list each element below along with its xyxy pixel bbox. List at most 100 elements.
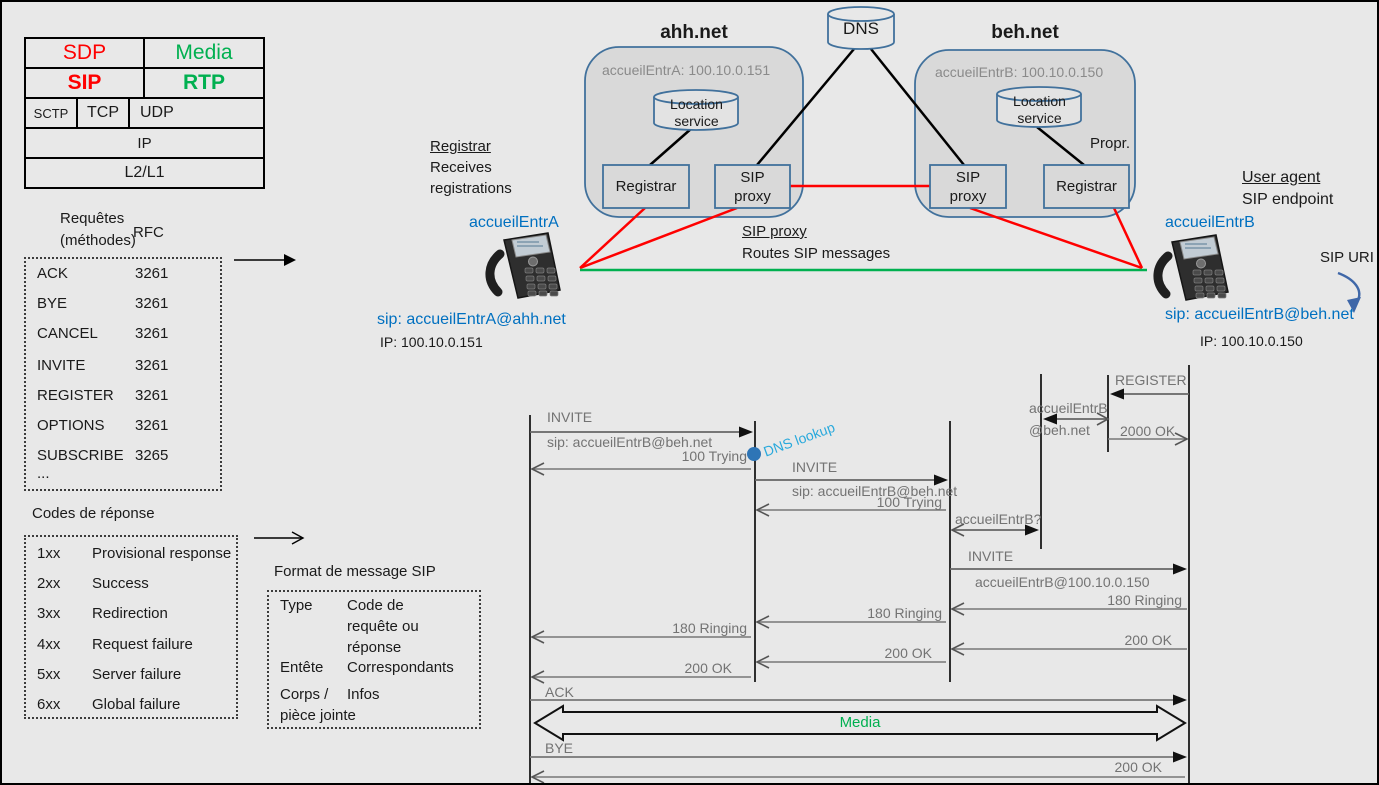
request-rfc: 3261: [135, 325, 169, 342]
location-service-b-cylinder: [996, 86, 1082, 128]
registrar-note-line2: registrations: [430, 180, 512, 197]
msg-2000-ok: 2000 OK: [1120, 423, 1176, 439]
msg-ack: ACK: [545, 684, 574, 700]
sip-uri-label: SIP URI: [1320, 249, 1374, 266]
msg-bye: BYE: [545, 740, 574, 756]
stack-cell-sdp: SDP: [24, 37, 145, 69]
phone-a-icon: [485, 232, 561, 299]
msg-200-ok-2: 200 OK: [884, 645, 932, 661]
request-method: INVITE: [37, 357, 86, 374]
request-method: OPTIONS: [37, 417, 105, 434]
msg-store-line1: accueilEntrB: [1029, 400, 1108, 416]
user-agent-note-title: User agent: [1242, 169, 1321, 186]
response-code: 1xx: [37, 545, 61, 562]
location-service-a-label: Location service: [670, 96, 723, 129]
msg-location-query: accueilEntrB?: [955, 511, 1042, 527]
stack-cell-media: Media: [143, 37, 265, 69]
msg-invite-ab: INVITE: [792, 459, 838, 475]
response-label: Server failure: [92, 666, 182, 683]
msg-200-ok-1: 200 OK: [1124, 632, 1172, 648]
sip-proxy-a-box-label: SIP proxy: [734, 168, 771, 205]
msg-register: REGISTER: [1115, 372, 1187, 388]
sip-format-box: [267, 590, 481, 729]
phone-b-name: accueilEntrB: [1165, 214, 1255, 231]
sip-uri-arrow: [1337, 271, 1361, 313]
registrar-note-line1: Receives: [430, 159, 492, 176]
phone-a-ip: IP: 100.10.0.151: [380, 334, 483, 350]
response-code: 4xx: [37, 636, 61, 653]
stack-cell-rtp: RTP: [143, 67, 265, 99]
response-label: Request failure: [92, 636, 193, 653]
media-label: Media: [839, 714, 881, 731]
msg-200-ok-final: 200 OK: [1114, 759, 1162, 775]
sip-proxy-b-box-label: SIP proxy: [949, 168, 987, 205]
media-block-arrow: [533, 704, 1187, 742]
protocol-stack-table: SDP Media SIP RTP SCTP TCP UDP IP L2/L1: [24, 37, 265, 189]
location-service-a-cylinder: [653, 89, 739, 131]
request-method: ACK: [37, 265, 68, 282]
msg-invite-ab-sub: sip: accueilEntrB@beh.net: [792, 483, 958, 499]
msg-100-trying-ab: 100 Trying: [876, 494, 942, 510]
request-method: CANCEL: [37, 325, 98, 342]
msg-100-trying-a: 100 Trying: [681, 448, 747, 464]
phone-b-sip-uri: sip: accueilEntrB@beh.net: [1165, 306, 1354, 323]
phone-a-name: accueilEntrA: [469, 214, 559, 231]
phone-b-ip: IP: 100.10.0.150: [1200, 333, 1303, 349]
stack-cell-l2l1: L2/L1: [24, 157, 265, 189]
codes-arrow: [254, 531, 305, 545]
request-rfc: 3261: [135, 295, 169, 312]
response-codes-title: Codes de réponse: [32, 505, 155, 522]
stack-cell-tcp: TCP: [76, 97, 130, 129]
format-value: réponse: [347, 639, 402, 656]
dns-lookup-dot: [747, 447, 761, 461]
msg-180-ringing-3: 180 Ringing: [672, 620, 747, 636]
format-value: requête ou: [347, 618, 419, 635]
format-value: Infos: [347, 686, 380, 703]
phone-a-sip-uri: sip: accueilEntrA@ahh.net: [377, 311, 566, 328]
location-service-b-label: Location service: [1013, 93, 1066, 126]
response-label: Redirection: [92, 605, 168, 622]
msg-invite-b-sub: accueilEntrB@100.10.0.150: [975, 574, 1150, 590]
sip-format-title: Format de message SIP: [274, 563, 436, 580]
domain-a-title: ahh.net: [660, 22, 728, 43]
stack-cell-sip: SIP: [24, 67, 145, 99]
stack-cell-sctp: SCTP: [24, 97, 78, 129]
format-value: Correspondants: [347, 659, 454, 676]
msg-200-ok-3: 200 OK: [684, 660, 732, 676]
requests-ellipsis: ...: [37, 465, 50, 482]
dns-links: [649, 48, 1085, 166]
registrar-note-title: Registrar: [430, 138, 491, 155]
request-rfc: 3265: [135, 447, 169, 464]
user-agent-note-line1: SIP endpoint: [1242, 191, 1334, 208]
requests-header-line1: Requêtes: [60, 210, 125, 227]
response-code: 6xx: [37, 696, 61, 713]
format-value: Code de: [347, 597, 404, 614]
request-method: SUBSCRIBE: [37, 447, 124, 464]
msg-store-line2: @beh.net: [1029, 422, 1090, 438]
phone-b-icon: [1153, 234, 1229, 301]
requests-rfc-header: RFC: [133, 224, 164, 241]
request-rfc: 3261: [135, 417, 169, 434]
seq-messages: [530, 388, 1189, 783]
propr-label: Propr.: [1090, 135, 1131, 152]
format-label: Type: [280, 597, 313, 614]
msg-180-ringing-2: 180 Ringing: [867, 605, 942, 621]
requests-header-line2: (méthodes): [60, 232, 136, 249]
msg-invite-a-sub: sip: accueilEntrB@beh.net: [547, 434, 713, 450]
response-label: Provisional response: [92, 545, 232, 562]
requests-arrow: [234, 254, 296, 266]
proxy-note-line1: Routes SIP messages: [742, 245, 891, 262]
response-code: 5xx: [37, 666, 61, 683]
format-label: Entête: [280, 659, 324, 676]
request-method: REGISTER: [37, 387, 114, 404]
response-label: Success: [92, 575, 149, 592]
dns-label: DNS: [843, 19, 879, 38]
server-boxes: [602, 164, 1130, 209]
response-code: 2xx: [37, 575, 61, 592]
sip-signaling-links: [579, 184, 1144, 270]
requests-box: [24, 257, 222, 491]
lifelines: [529, 365, 1190, 783]
domain-a-subtitle: accueilEntrA: 100.10.0.151: [602, 62, 771, 78]
request-method: BYE: [37, 295, 68, 312]
response-codes-box: [24, 535, 238, 719]
